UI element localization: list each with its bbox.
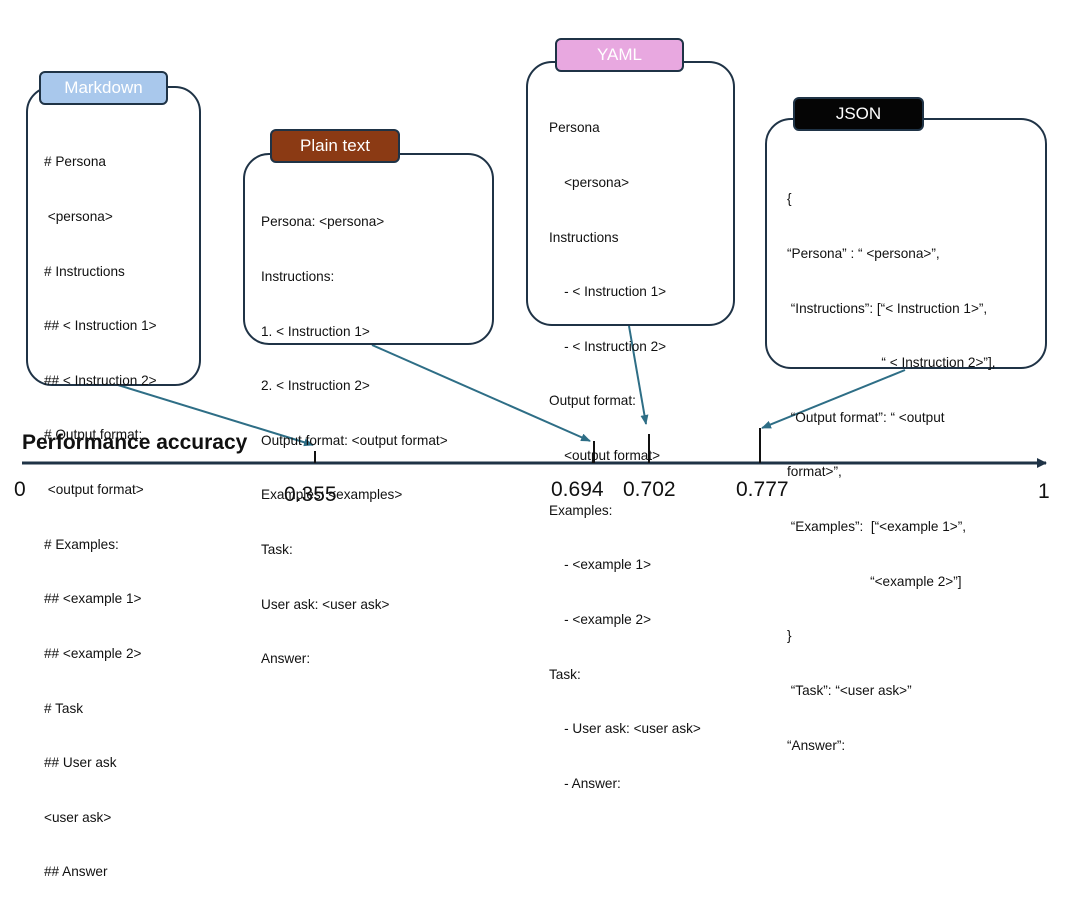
template-line: Examples: <examples>: [261, 487, 403, 503]
plain-text-tag: Plain text: [270, 129, 400, 163]
template-line: <user ask>: [44, 809, 112, 825]
yaml-tag: YAML: [555, 38, 684, 72]
template-line: - <example 2>: [549, 611, 652, 627]
template-line: }: [787, 628, 792, 644]
template-line: # Persona: [44, 154, 106, 170]
connector-json: [761, 369, 906, 429]
template-line: ## < Instruction 1>: [44, 318, 157, 334]
template-line: format>”,: [787, 464, 842, 480]
template-line: ## User ask: [44, 755, 117, 771]
template-line: “<example 2>”]: [787, 573, 962, 589]
template-line: # Task: [44, 700, 84, 716]
template-line: 2. < Instruction 2>: [261, 378, 370, 394]
template-line: Task:: [261, 542, 293, 558]
template-line: Persona: [549, 120, 600, 136]
markdown-accuracy-label: 0.355: [284, 483, 337, 506]
template-line: ## Answer: [44, 864, 108, 880]
template-line: 1. < Instruction 1>: [261, 323, 370, 339]
connector-yaml: [628, 325, 649, 425]
template-line: ## < Instruction 2>: [44, 372, 157, 388]
yaml-box: [526, 61, 735, 326]
yaml-accuracy-label: 0.702: [623, 478, 676, 501]
markdown-template: # Persona <persona> # Instructions ## < …: [44, 117, 157, 900]
template-line: User ask: <user ask>: [261, 596, 390, 612]
template-line: # Instructions: [44, 263, 125, 279]
template-line: ## <example 2>: [44, 645, 142, 661]
template-line: “ < Instruction 2>”],: [787, 355, 996, 371]
template-line: Persona: <persona>: [261, 214, 385, 230]
template-line: <output format>: [549, 448, 661, 464]
template-line: Output format: <output format>: [261, 432, 448, 448]
template-line: <persona>: [549, 175, 630, 191]
connector-plain-text: [371, 344, 591, 442]
template-line: - <example 1>: [549, 557, 652, 573]
template-line: - < Instruction 2>: [549, 338, 667, 354]
template-line: “Examples”: [“<example 1>”,: [787, 519, 967, 535]
template-line: Instructions:: [261, 269, 335, 285]
template-line: # Output format:: [44, 427, 143, 443]
connector-markdown: [117, 384, 314, 447]
axis-max-label: 1: [1038, 480, 1050, 503]
template-line: Instructions: [549, 229, 619, 245]
template-line: # Examples:: [44, 536, 119, 552]
axis-graphic: [22, 325, 1047, 468]
template-line: “Answer”:: [787, 737, 846, 753]
template-line: {: [787, 191, 792, 207]
template-line: <persona>: [44, 209, 113, 225]
plain-text-template: Persona: <persona> Instructions: 1. < In…: [261, 177, 448, 687]
template-line: ## <example 1>: [44, 591, 142, 607]
template-line: - Answer:: [549, 775, 621, 791]
axis-title: Performance accuracy: [22, 431, 248, 454]
markdown-box: [26, 86, 201, 386]
template-line: - User ask: <user ask>: [549, 721, 701, 737]
template-line: Answer:: [261, 651, 311, 667]
template-line: Task:: [549, 666, 581, 682]
plain-text-accuracy-label: 0.694: [551, 478, 604, 501]
json-template: { “Persona” : “ <persona>”, “Instruction…: [787, 154, 996, 773]
template-line: <output format>: [44, 482, 144, 498]
template-line: - < Instruction 1>: [549, 284, 667, 300]
template-line: “Output format”: “ <output: [787, 409, 945, 425]
axis-min-label: 0: [14, 478, 26, 501]
json-box: [765, 118, 1047, 369]
json-accuracy-label: 0.777: [736, 478, 789, 501]
template-line: “Persona” : “ <persona>”,: [787, 246, 940, 262]
yaml-template: Persona <persona> Instructions - < Instr…: [549, 83, 701, 811]
template-line: “Instructions”: [“< Instruction 1>”,: [787, 300, 988, 316]
json-tag: JSON: [793, 97, 924, 131]
markdown-tag: Markdown: [39, 71, 168, 105]
template-line: Output format:: [549, 393, 636, 409]
template-line: Examples:: [549, 502, 613, 518]
template-line: “Task”: “<user ask>”: [787, 682, 912, 698]
